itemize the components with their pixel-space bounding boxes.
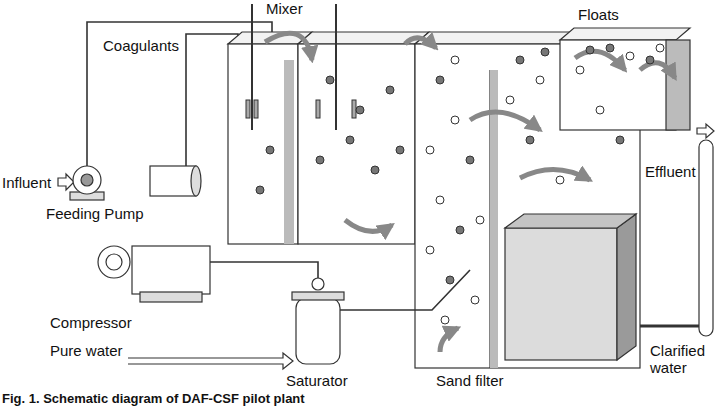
part-label: Saturator: [286, 372, 348, 389]
bubble: [656, 44, 664, 52]
effluent-pipe: [640, 124, 714, 336]
bubble: [426, 246, 434, 254]
float-collector: [560, 28, 690, 130]
part-label: Sand filter: [436, 372, 504, 389]
bubble: [616, 136, 624, 144]
bubble: [456, 226, 464, 234]
bubble: [426, 146, 434, 154]
part-label: Feeding Pump: [46, 205, 144, 222]
bubble: [266, 146, 274, 154]
bubble: [556, 176, 564, 184]
bubble: [626, 52, 634, 60]
bubble: [586, 46, 594, 54]
mixer: [246, 4, 356, 130]
influent-arrow: [58, 174, 74, 190]
bubble: [386, 86, 394, 94]
saturator: [292, 278, 344, 364]
part-label: Mixer: [266, 0, 303, 17]
bubble: [536, 76, 544, 84]
bubble: [446, 276, 454, 284]
bubble: [451, 116, 459, 124]
bubble: [256, 186, 264, 194]
bubble: [576, 66, 584, 74]
bubble: [436, 196, 444, 204]
flow-arrow: [265, 33, 675, 352]
bubble: [476, 216, 484, 224]
part-label: Pure water: [50, 342, 123, 359]
bubbles-and-flocs: [256, 44, 664, 324]
bubble: [346, 136, 354, 144]
part-label: Floats: [578, 6, 619, 23]
bubble: [526, 136, 534, 144]
bubble: [516, 56, 524, 64]
bubble: [371, 166, 379, 174]
part-label: Compressor: [50, 314, 132, 331]
bubble: [436, 76, 444, 84]
part-label: Influent: [2, 174, 51, 191]
feeding-pump: [70, 166, 104, 200]
part-label: Coagulants: [103, 37, 179, 54]
part-label: Effluent: [645, 163, 696, 180]
figure-caption: Fig. 1. Schematic diagram of DAF-CSF pil…: [2, 391, 305, 406]
bubble: [316, 156, 324, 164]
bubble: [606, 44, 614, 52]
bubble: [541, 48, 549, 56]
bubble: [471, 296, 479, 304]
coagulant-dosing-pump: [150, 166, 201, 196]
flocculation-tank: [298, 32, 429, 244]
bubble: [326, 76, 334, 84]
pure-water-arrow: [128, 353, 293, 369]
compressor: [98, 246, 210, 302]
bubble: [646, 56, 654, 64]
bubble: [596, 106, 604, 114]
part-label: Clarified water: [650, 342, 714, 376]
bubble: [466, 156, 474, 164]
bubble: [506, 96, 514, 104]
sand-filter-bed: [505, 196, 636, 360]
bubble: [396, 146, 404, 154]
bubble: [441, 316, 449, 324]
bubble: [451, 56, 459, 64]
bubble: [356, 106, 364, 114]
